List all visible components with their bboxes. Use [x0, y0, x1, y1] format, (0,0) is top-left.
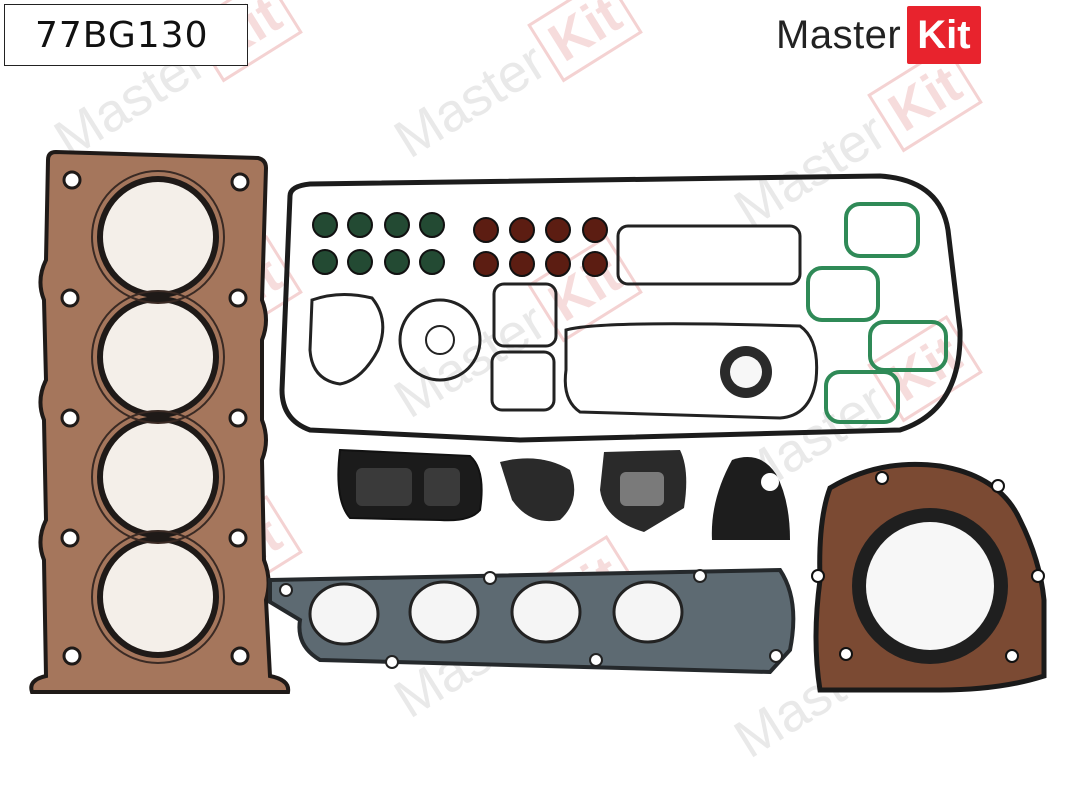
brand-name-master: Master	[776, 12, 902, 57]
part-number: 77BG130	[35, 14, 209, 56]
part-number-box: 77BG130	[4, 4, 248, 66]
intake-port-gaskets	[806, 202, 948, 424]
rear-main-seal	[811, 461, 1047, 693]
valve-cover-gasket	[279, 173, 963, 443]
exhaust-manifold-gasket	[268, 567, 796, 675]
cylinder-head-gasket	[29, 149, 291, 694]
misc-small-gaskets	[337, 448, 790, 540]
brand-name-kit: Kit	[907, 6, 981, 64]
brand-logo: Master Kit	[776, 4, 981, 66]
